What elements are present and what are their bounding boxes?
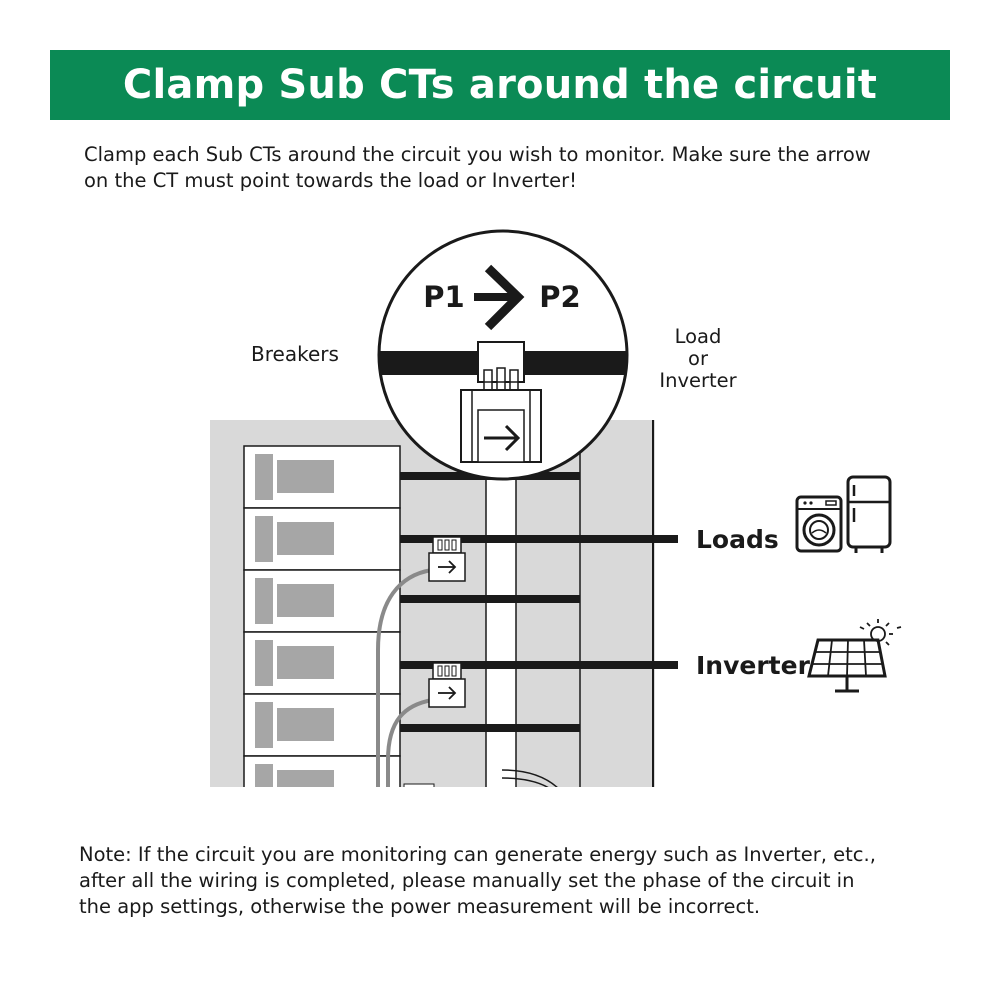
refrigerator-icon [846, 475, 892, 553]
arrow-right-icon [484, 424, 521, 452]
breaker-stack [243, 445, 401, 787]
p2-label: P2 [539, 280, 580, 314]
washing-machine-icon [795, 495, 843, 553]
intro-text: Clamp each Sub CTs around the circuit yo… [84, 142, 934, 194]
inverter-label: Inverter [696, 651, 811, 680]
p1-p2-arrow [474, 264, 525, 331]
note-line-2: after all the wiring is completed, pleas… [79, 869, 855, 892]
ct-clamp-inverter [428, 662, 466, 708]
intro-line-2: on the CT must point towards the load or… [84, 169, 577, 192]
load-or-inverter-line-1: Load [675, 325, 722, 348]
intro-line-1: Clamp each Sub CTs around the circuit yo… [84, 143, 871, 166]
note-text: Note: If the circuit you are monitoring … [79, 842, 959, 920]
ct-clamp-loads [428, 536, 466, 582]
loads-label: Loads [696, 525, 779, 554]
breakers-label: Breakers [251, 342, 339, 366]
note-line-1: Note: If the circuit you are monitoring … [79, 843, 876, 866]
solar-panel-icon [807, 638, 887, 693]
note-line-3: the app settings, otherwise the power me… [79, 895, 761, 918]
title-banner: Clamp Sub CTs around the circuit [50, 50, 950, 120]
p1-label: P1 [423, 280, 464, 314]
sun-icon [859, 619, 902, 646]
load-or-inverter-line-3: Inverter [659, 369, 737, 392]
load-or-inverter-line-2: or [688, 347, 709, 370]
ct-detail-magnifier: P1 P2 [377, 229, 629, 481]
page-title: Clamp Sub CTs around the circuit [122, 62, 878, 108]
